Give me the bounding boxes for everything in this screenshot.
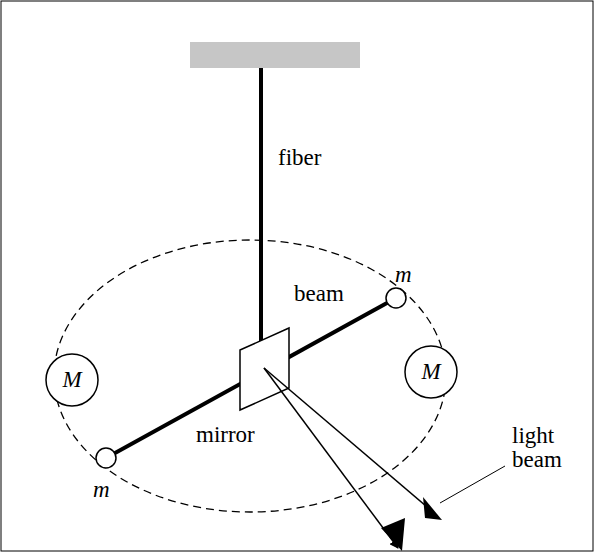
beam-rod <box>106 298 396 458</box>
large-mass: M <box>404 345 458 399</box>
fiber-label: fiber <box>278 146 321 170</box>
small-mass <box>96 448 116 468</box>
ray-head <box>423 497 442 520</box>
large-mass: M <box>45 353 99 407</box>
ceiling-support <box>190 42 360 68</box>
beam-label: beam <box>294 282 344 306</box>
mass-label: m <box>395 263 412 287</box>
reflected-ray <box>264 368 398 548</box>
leader-line <box>440 466 505 503</box>
ray-head <box>381 518 405 551</box>
light-beam-label: light beam <box>512 424 582 472</box>
mirror-label: mirror <box>196 423 255 447</box>
incoming-ray <box>264 368 433 512</box>
mass-label: m <box>93 478 110 502</box>
fiber-line <box>259 68 263 355</box>
small-mass <box>386 288 406 308</box>
mass-label: M <box>404 359 458 385</box>
mass-label: M <box>45 367 99 393</box>
orbit-path <box>54 240 446 512</box>
